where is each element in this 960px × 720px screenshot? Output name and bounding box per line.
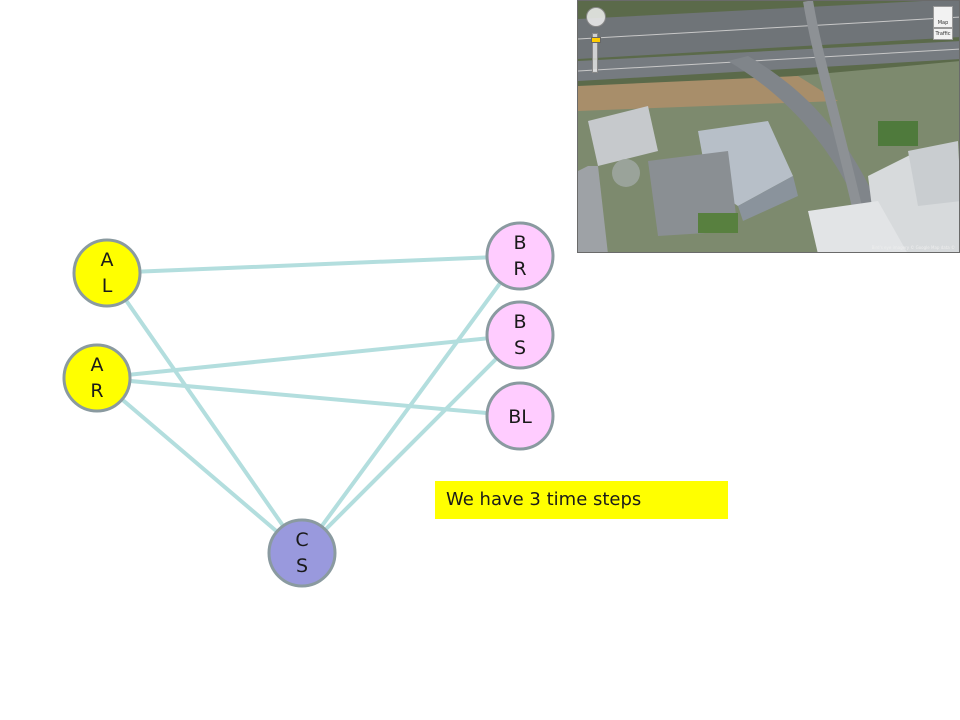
node-cs-label-bottom: S	[296, 555, 308, 577]
edges	[95, 254, 522, 555]
edge-br-cs	[300, 254, 522, 555]
node-bs-label-top: B	[513, 311, 526, 333]
node-bl: BL	[485, 381, 555, 451]
edge-al-br	[106, 254, 521, 275]
zoom-slider[interactable]	[591, 33, 601, 73]
node-br-circle	[485, 221, 555, 291]
node-br: B R	[485, 221, 555, 291]
node-ar: A R	[62, 343, 132, 413]
node-al-circle	[72, 238, 142, 308]
node-bl-circle	[485, 381, 555, 451]
edge-ar-bs	[96, 333, 521, 380]
node-ar-circle	[62, 343, 132, 413]
node-cs: C S	[267, 518, 337, 588]
node-bs-circle	[485, 300, 555, 370]
edge-ar-bl	[96, 376, 521, 418]
node-ar-label-top: A	[91, 354, 104, 376]
map-attribution: Bird's eye imagery © Google Map data ©	[871, 245, 955, 250]
node-al-label-bottom: L	[102, 275, 113, 297]
node-ar-label-bottom: R	[90, 380, 103, 402]
zoom-slider-knob[interactable]	[591, 37, 601, 43]
edge-bs-cs	[300, 333, 522, 555]
node-bl-label: BL	[508, 406, 532, 428]
edge-al-cs	[105, 271, 304, 555]
aerial-map-image: Map Traffic Bird's eye imagery © Google …	[577, 0, 960, 253]
pan-control[interactable]	[586, 7, 606, 27]
edge-ar-cs	[95, 376, 304, 555]
map-type-button-label: Map	[937, 20, 949, 26]
node-br-label-top: B	[513, 232, 526, 254]
node-al-label-top: A	[101, 249, 114, 271]
node-al: A L	[72, 238, 142, 308]
node-cs-label-top: C	[295, 529, 308, 551]
map-type-button[interactable]: Map	[933, 6, 953, 28]
node-cs-circle	[267, 518, 337, 588]
aerial-photo	[578, 1, 959, 252]
time-steps-note: We have 3 time steps	[435, 481, 728, 519]
node-bs-label-bottom: S	[514, 337, 526, 359]
traffic-button[interactable]: Traffic	[933, 28, 953, 40]
node-br-label-bottom: R	[513, 258, 526, 280]
node-bs: B S	[485, 300, 555, 370]
